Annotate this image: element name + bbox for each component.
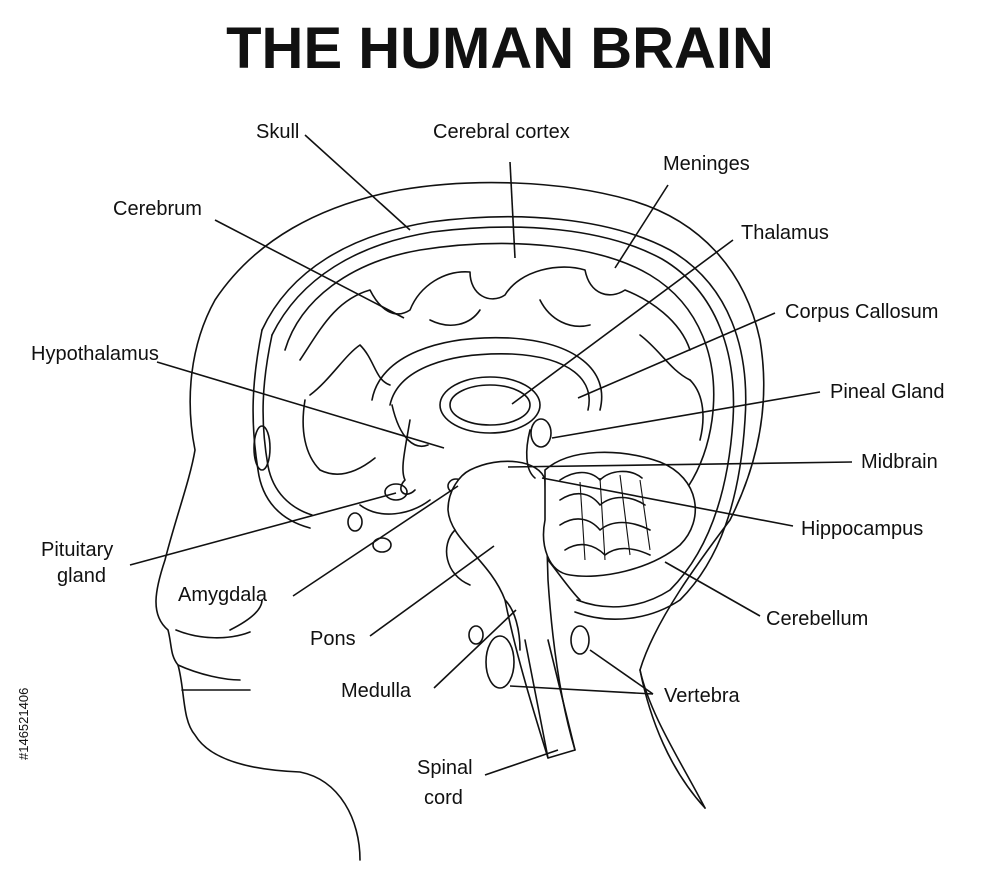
- label-pituitary-gland-line2: gland: [57, 565, 106, 587]
- label-medulla: Medulla: [341, 680, 412, 702]
- diagram-title: THE HUMAN BRAIN: [226, 16, 774, 81]
- leader-pituitary-gland: [129, 492, 397, 566]
- leader-midbrain: [507, 461, 853, 468]
- label-pons: Pons: [310, 628, 356, 650]
- corpus-callosum: [371, 336, 603, 447]
- leader-cerebral-cortex: [509, 161, 516, 259]
- pineal-shape: [530, 418, 552, 448]
- leader-corpus-callosum: [577, 312, 776, 399]
- cerebellum: [542, 451, 696, 601]
- leader-cerebellum: [664, 561, 761, 617]
- label-hippocampus: Hippocampus: [801, 518, 923, 540]
- leader-lines: [129, 134, 853, 776]
- leader-pineal-gland: [551, 391, 821, 439]
- cerebrum: [284, 242, 715, 531]
- leader-amygdala: [292, 485, 459, 597]
- label-spinal-cord-line2: cord: [424, 787, 463, 809]
- head-outline: [155, 181, 765, 861]
- label-pineal-gland: Pineal Gland: [830, 381, 945, 403]
- leader-thalamus: [511, 239, 734, 405]
- label-vertebra: Vertebra: [664, 685, 740, 707]
- label-meninges: Meninges: [663, 153, 750, 175]
- thalamus-shape: [439, 376, 541, 434]
- leader-spinal-cord: [484, 749, 559, 776]
- label-cerebral-cortex: Cerebral cortex: [433, 121, 570, 143]
- label-amygdala: Amygdala: [178, 584, 268, 606]
- leader-vertebra-a: [509, 685, 654, 695]
- thalamus-inner: [449, 384, 531, 426]
- label-cerebellum: Cerebellum: [766, 608, 868, 630]
- leader-meninges: [614, 184, 669, 269]
- label-corpus-callosum: Corpus Callosum: [785, 301, 938, 323]
- skull-outline: [252, 215, 747, 620]
- stock-id: #146521406: [16, 688, 31, 760]
- leader-pons: [369, 545, 495, 637]
- labels: Skull Cerebral cortex Meninges Cerebrum …: [31, 121, 945, 809]
- label-hypothalamus: Hypothalamus: [31, 343, 159, 365]
- leader-hippocampus: [541, 477, 794, 527]
- label-midbrain: Midbrain: [861, 451, 938, 473]
- leader-hypothalamus: [156, 361, 445, 449]
- label-skull: Skull: [256, 121, 299, 143]
- label-thalamus: Thalamus: [741, 222, 829, 244]
- vertebra-shapes: [468, 625, 590, 689]
- leader-skull: [304, 134, 411, 231]
- fornix: [400, 419, 416, 495]
- leader-cerebrum: [214, 219, 405, 319]
- label-pituitary-gland-line1: Pituitary: [41, 539, 113, 561]
- leader-vertebra-b: [589, 649, 654, 695]
- label-cerebrum: Cerebrum: [113, 198, 202, 220]
- leader-medulla: [433, 609, 517, 689]
- pituitary-region: [347, 478, 465, 553]
- label-spinal-cord-line1: Spinal: [417, 757, 473, 779]
